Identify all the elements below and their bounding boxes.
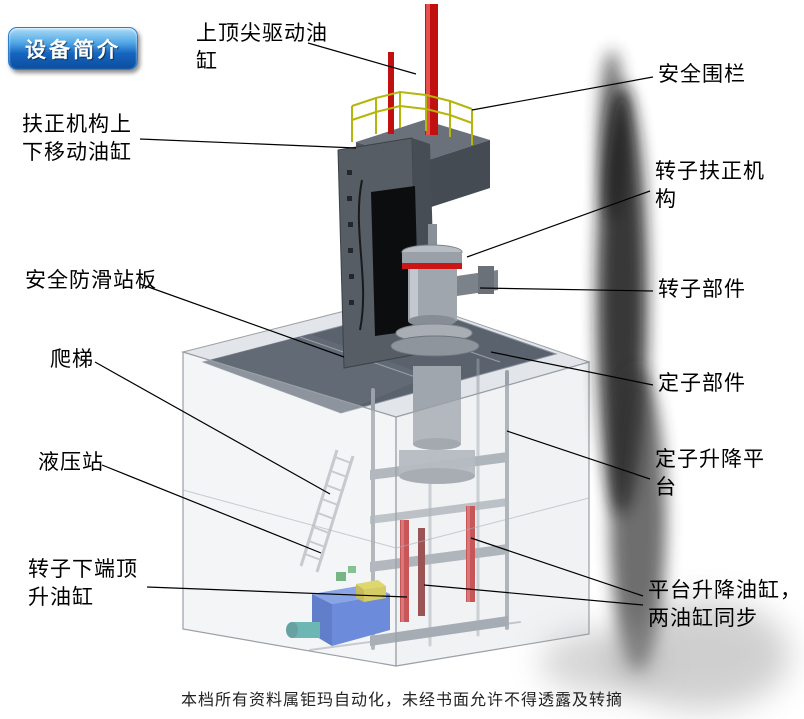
platform-lift-cylinder-rods (400, 506, 475, 622)
enclosure-box-walls (182, 351, 590, 667)
leader-lines (94, 42, 654, 606)
leader-rotor-centering (466, 190, 651, 258)
callout-safety-fence: 安全围栏 (658, 63, 746, 86)
footer-disclaimer: 本档所有资料属钜玛自动化，未经书面允许不得透露及转摘 (180, 692, 623, 709)
shadow-smudge (540, 50, 790, 710)
callout-top-pin-drive-cylinder: 上顶尖驱动油 缸 (196, 22, 328, 73)
hydraulic-power-unit (286, 566, 390, 646)
leader-centering-cylinder (139, 138, 357, 149)
leader-hydraulic-station (101, 464, 322, 554)
leader-top-pin-cylinder (307, 42, 417, 75)
rotor-red-ring (402, 263, 462, 269)
callout-centering-updown-cylinder: 扶正机构上 下移动油缸 (22, 113, 132, 164)
callout-rotor-centering-mechanism: 转子扶正机 构 (655, 160, 765, 211)
leader-stator-component (490, 351, 654, 386)
rotor-assembly (390, 224, 498, 357)
safety-railing (351, 90, 473, 145)
leader-platform-lift-1 (470, 537, 644, 597)
equipment-intro-badge-label: 设备简介 (25, 38, 121, 62)
callout-platform-lift-cylinders: 平台升降油缸， 两油缸同步 (648, 579, 802, 630)
callout-stator-lift-platform: 定子升降平 台 (655, 448, 765, 499)
callout-rotor-bottom-jack-cylinder: 转子下端顶 升油缸 (28, 558, 138, 609)
leader-platform-lift-2 (423, 584, 644, 606)
stator-under-platform (399, 366, 475, 484)
column-bolts (347, 170, 354, 305)
leader-stator-lift-platform (506, 430, 651, 480)
leader-anti-slip-plate (139, 283, 345, 358)
callout-rotor-component: 转子部件 (658, 278, 746, 301)
leader-ladder (94, 361, 331, 495)
leader-rotor-jack-cylinder (146, 586, 408, 598)
callout-ladder: 爬梯 (50, 348, 94, 371)
callout-hydraulic-station: 液压站 (38, 451, 104, 474)
callout-stator-component: 定子部件 (658, 372, 746, 395)
cable-hose (357, 179, 365, 331)
leader-safety-fence (471, 76, 654, 111)
access-ladder (299, 449, 355, 573)
top-pin-cylinder-rods (388, 4, 438, 135)
leader-rotor-component (479, 287, 654, 292)
callout-anti-slip-standing-plate: 安全防滑站板 (25, 269, 157, 292)
equipment-intro-badge: 设备简介 (8, 27, 138, 70)
